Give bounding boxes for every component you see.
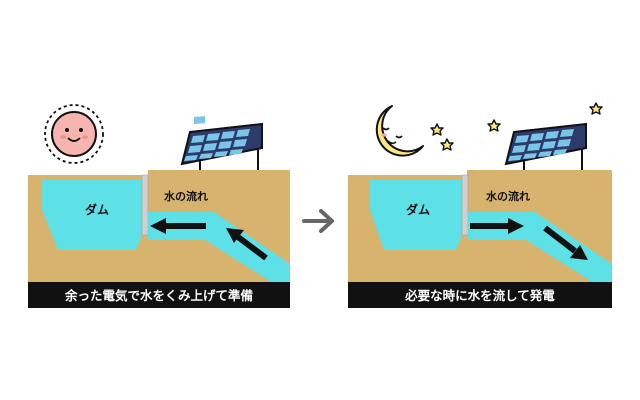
left-flow-arrow-lower bbox=[236, 234, 268, 261]
left-water-channel bbox=[148, 212, 290, 285]
right-water-channel bbox=[468, 212, 612, 285]
left-panel: ダム 水の流れ 余った電気で水をくみ上げて準備 bbox=[28, 104, 290, 308]
right-flow-label: 水の流れ bbox=[486, 189, 530, 203]
left-caption-bar bbox=[28, 282, 290, 308]
sun-icon bbox=[44, 104, 104, 164]
left-dam-label: ダム bbox=[85, 202, 109, 217]
right-flow-arrow-lower bbox=[543, 225, 577, 254]
left-flow-label: 水の流れ bbox=[164, 189, 208, 203]
right-caption: 必要な時に水を流して発電 bbox=[404, 288, 555, 303]
left-dam-wall bbox=[141, 174, 149, 236]
star-icon bbox=[430, 102, 603, 151]
right-dam-label: ダム bbox=[406, 202, 430, 217]
right-dam-wall bbox=[461, 174, 469, 236]
right-solar-panel-icon bbox=[504, 122, 587, 170]
right-caption-bar bbox=[348, 282, 612, 308]
right-arrow-icon bbox=[302, 209, 334, 233]
crescent-moon-icon bbox=[375, 105, 424, 157]
left-dam-water bbox=[42, 180, 142, 250]
left-caption: 余った電気で水をくみ上げて準備 bbox=[64, 288, 254, 303]
right-panel: ダム 水の流れ 必要な時に水を流して発電 bbox=[348, 102, 612, 308]
right-dam-water bbox=[370, 180, 462, 250]
left-solar-panel-icon bbox=[180, 116, 263, 170]
